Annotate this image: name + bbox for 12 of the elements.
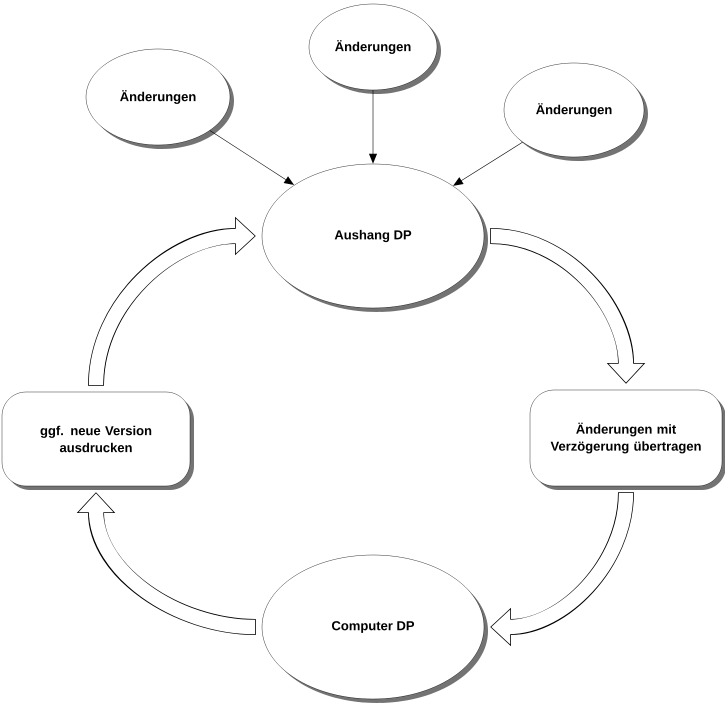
rounded-box: Änderungen mit Verzögerung übertragen — [530, 390, 725, 490]
block-arrow — [76, 492, 256, 635]
arrow — [453, 142, 523, 186]
ellipse-node: Änderungen — [86, 48, 234, 149]
block-arrow — [490, 228, 646, 384]
block-arrow — [490, 492, 634, 646]
rounded-box: ggf. neue Version ausdrucken — [2, 392, 194, 490]
ellipse-node: Änderungen — [308, 4, 441, 94]
ellipse-node: Aushang DP — [262, 164, 488, 312]
block-arrow — [88, 216, 256, 386]
ellipse-node: Computer DP — [262, 554, 488, 703]
ellipse-node: Änderungen — [504, 62, 648, 161]
